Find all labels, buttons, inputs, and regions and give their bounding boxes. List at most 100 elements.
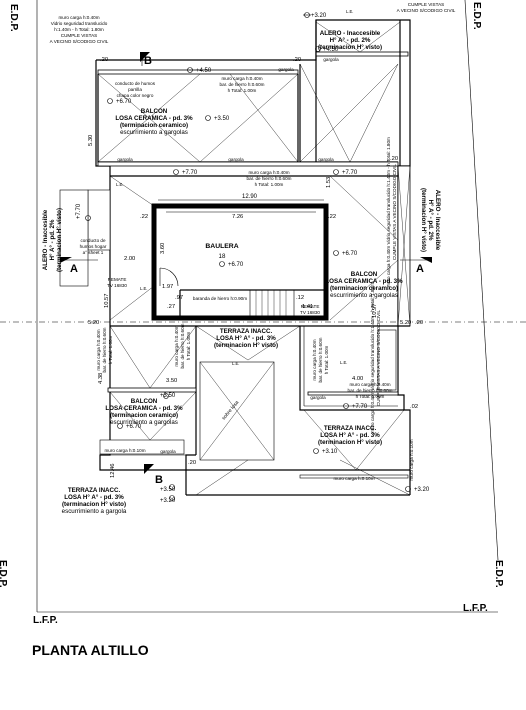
svg-text:(terminacion H° visto): (terminacion H° visto) (318, 44, 382, 51)
svg-text:+6.70: +6.70 (116, 99, 132, 105)
svg-text:5.20: 5.20 (400, 320, 411, 326)
svg-text:+4.50: +4.50 (323, 47, 339, 53)
edp-label-top-left: E.D.P. (8, 4, 19, 32)
svg-text:h Total: 1.00m: h Total: 1.00m (108, 335, 113, 364)
alero-left-label: ALERO - Inaccesible H° A° - pd. 2% (term… (42, 208, 63, 272)
stair (249, 289, 295, 317)
svg-text:TERRAZA INACC.: TERRAZA INACC. (220, 328, 273, 335)
svg-text:+6.70: +6.70 (228, 262, 244, 268)
svg-text:muro carga h:0.40m: muro carga h:0.40m (221, 76, 262, 81)
level-marker: +7.70 (76, 203, 91, 221)
level-marker: +7.70 (333, 169, 358, 176)
svg-text:.97: .97 (175, 295, 183, 301)
svg-text:LOSA CERAMICA - pd. 3%: LOSA CERAMICA - pd. 3% (105, 405, 183, 412)
svg-text:5.30: 5.30 (88, 135, 94, 146)
le-markers: L.E. L.E. L.E. L.E. L.E. (116, 9, 353, 366)
svg-text:1.53: 1.53 (326, 177, 332, 188)
svg-text:TERRAZA INACC.: TERRAZA INACC. (324, 425, 377, 432)
svg-text:muro carga h:0.10m: muro carga h:0.10m (409, 439, 414, 480)
svg-text:muro carga h:0.10m: muro carga h:0.10m (104, 448, 145, 453)
baulera-name: BAULERA (205, 243, 238, 250)
slope-lines-bottom (109, 325, 411, 496)
svg-text:escurrimiento a gargola: escurrimiento a gargola (62, 508, 127, 515)
svg-text:ALERO - Inaccesible: ALERO - Inaccesible (434, 190, 441, 251)
svg-text:parrilla: parrilla (128, 87, 142, 92)
svg-text:gargola: gargola (323, 57, 339, 62)
svg-text:+3.20: +3.20 (160, 498, 176, 504)
svg-text:+7.70: +7.70 (352, 404, 368, 410)
svg-text:LOSA H° A° - pd. 3%: LOSA H° A° - pd. 3% (320, 432, 380, 439)
dimensions: 12.90 7.26 3.60 2.00 1.41 5.20 5.20 5.30… (88, 57, 423, 478)
svg-text:(terminacion ceramico): (terminacion ceramico) (110, 412, 178, 419)
level-marker: +7.70 (173, 169, 198, 176)
svg-text:1.97: 1.97 (162, 284, 173, 290)
svg-text:muro carga h:0.40m: muro carga h:0.40m (174, 325, 179, 366)
svg-text:CUMPLE VISTAS: CUMPLE VISTAS (408, 2, 444, 7)
svg-text:escurrimiento a gargolas: escurrimiento a gargolas (330, 292, 398, 299)
svg-text:A VECINO S/CODIGO CIVIL: A VECINO S/CODIGO CIVIL (50, 39, 109, 44)
svg-text:(terminacion H° visto): (terminacion H° visto) (214, 342, 278, 349)
level-marker: +6.70 (219, 261, 244, 268)
alero-right-label: ALERO - Inaccesible H° A° - pd. 2% (term… (420, 188, 441, 252)
level-marker: +3.50 (160, 393, 176, 399)
level-marker: +4.50 (315, 46, 339, 53)
svg-text:+6.70: +6.70 (126, 424, 142, 430)
svg-text:REMATE: REMATE (301, 304, 320, 309)
svg-text:+6.70: +6.70 (342, 251, 358, 257)
svg-text:5.20: 5.20 (88, 320, 99, 326)
edp-label-top-right: E.D.P. (471, 2, 482, 30)
svg-text:BALCON: BALCON (131, 398, 158, 405)
level-markers: +3.20 +4.50 +4.50 +6.70 +3.50 +7.70 +7.7… (76, 12, 430, 504)
svg-text:.20: .20 (415, 320, 423, 326)
level-marker: +6.70 (107, 98, 132, 105)
svg-text:3.50: 3.50 (166, 378, 177, 384)
svg-text:h Total: 1.00m: h Total: 1.00m (324, 345, 329, 374)
section-b-bottom: B (155, 474, 163, 486)
svg-text:BALCON: BALCON (141, 108, 168, 115)
svg-text:H° A° - pd. 2%: H° A° - pd. 2% (427, 200, 434, 241)
svg-text:12.90: 12.90 (242, 194, 258, 200)
svg-text:.02: .02 (410, 404, 418, 410)
svg-text:+3.20: +3.20 (311, 13, 327, 19)
section-a-right: A (416, 263, 424, 275)
svg-text:.20: .20 (100, 57, 108, 63)
svg-text:conducto de: conducto de (80, 238, 105, 243)
svg-text:1.41: 1.41 (302, 304, 313, 310)
svg-text:.12: .12 (296, 295, 304, 301)
svg-text:muro carga h:0.10m: muro carga h:0.10m (333, 476, 374, 481)
lfp-label-right: L.F.P. (463, 603, 488, 614)
svg-text:+7.70: +7.70 (182, 170, 198, 176)
svg-text:h:1.40m - h Total: 1.80m: h:1.40m - h Total: 1.80m (54, 27, 104, 32)
svg-text:L.E.: L.E. (116, 182, 123, 187)
right-alero (397, 165, 411, 327)
level-marker: +3.20 (405, 486, 430, 493)
svg-text:LOSA CERAMICA - pd. 3%: LOSA CERAMICA - pd. 3% (115, 115, 193, 122)
svg-text:ALERO - Inaccesible: ALERO - Inaccesible (42, 209, 49, 270)
svg-text:H° A° - pd. 2%: H° A° - pd. 2% (49, 219, 56, 260)
section-b-top: B (144, 55, 152, 67)
svg-text:bar. de hierro h:0.60m: bar. de hierro h:0.60m (318, 337, 323, 382)
svg-text:muro carga h:0.40m Vidrio segu: muro carga h:0.40m Vidrio seguridad tran… (386, 137, 391, 287)
right-vertical-notes: muro carga h:0.40m Vidrio seguridad tran… (96, 137, 414, 481)
svg-text:7.26: 7.26 (232, 214, 243, 220)
svg-text:gargola: gargola (160, 449, 176, 454)
svg-text:10.57: 10.57 (104, 293, 110, 308)
svg-text:humos hogar: humos hogar (80, 244, 107, 249)
level-marker: +6.70 (117, 423, 142, 430)
svg-text:12.46: 12.46 (110, 463, 116, 478)
svg-text:BALCON: BALCON (351, 271, 378, 278)
svg-text:+3.10: +3.10 (322, 449, 338, 455)
baulera-num: 18 (219, 253, 226, 260)
svg-text:LOSA H° A° - pd. 3%: LOSA H° A° - pd. 3% (216, 335, 276, 342)
upper-walls (97, 20, 409, 167)
level-marker: +3.20 (303, 12, 327, 19)
svg-text:H° A° - pd. 2%: H° A° - pd. 2% (330, 37, 371, 44)
svg-text:muro carga h:0.40m Vidrio segu: muro carga h:0.40m Vidrio seguridad tran… (370, 283, 375, 433)
svg-text:+3.20: +3.20 (414, 487, 430, 493)
svg-text:+4.50: +4.50 (196, 68, 212, 74)
svg-text:(terminacion ceramico): (terminacion ceramico) (330, 285, 398, 292)
svg-text:bar. de hierro h:0.60m: bar. de hierro h:0.60m (348, 388, 393, 393)
svg-text:gargola: gargola (318, 157, 334, 162)
svg-text:L.E.: L.E. (232, 361, 239, 366)
svg-text:conducto de humos: conducto de humos (115, 81, 156, 86)
